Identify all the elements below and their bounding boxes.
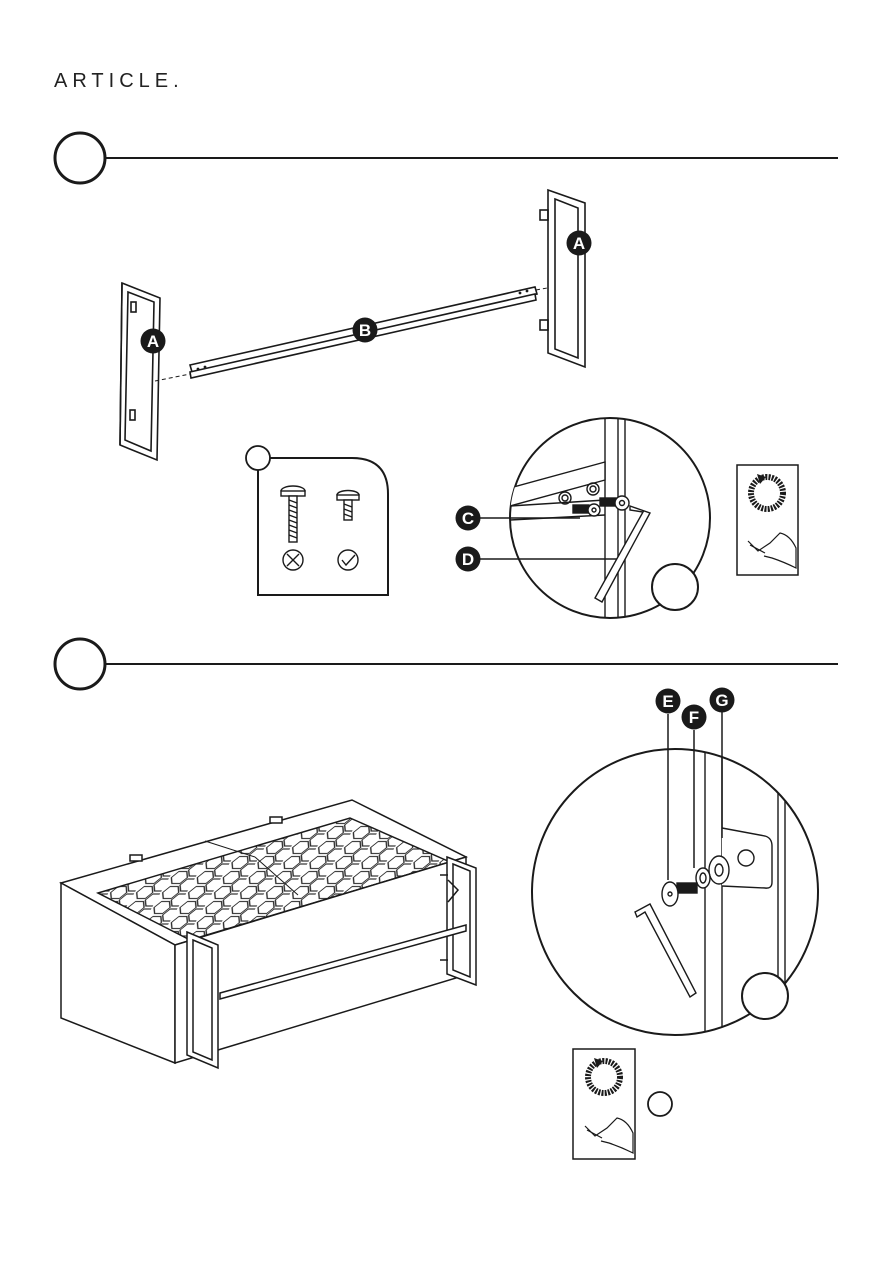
label-g: G [715,691,728,710]
label-e: E [662,692,673,711]
label-f: F [689,708,699,727]
cross-icon [283,550,303,570]
label-b: B [359,321,371,340]
cabinet [61,800,476,1068]
label-d: D [462,550,474,569]
step-1-circle [55,133,105,183]
guide-line-left [155,374,190,381]
step-2-circle [55,639,105,689]
step-1-header [55,133,838,183]
note-circle-2 [648,1092,672,1116]
tighten-instruction-1 [737,465,798,575]
check-icon [338,550,358,570]
note-circle [246,446,270,470]
step-2-header [55,639,838,689]
badge-a-left: A [141,329,166,354]
badge-b: B [353,318,378,343]
badge-a-right: A [567,231,592,256]
detail-circle-2 [532,749,818,1035]
frame-left [120,283,160,460]
detail-1-callout [652,564,698,610]
label-c: C [462,509,474,528]
frame-right [540,190,585,367]
label-a-right: A [573,234,585,253]
tighten-instruction-2 [573,1049,672,1159]
detail-circle-1 [510,418,710,620]
detail-2-callout [742,973,788,1019]
screw-comparison-box [246,446,388,595]
label-a-left: A [147,332,159,351]
